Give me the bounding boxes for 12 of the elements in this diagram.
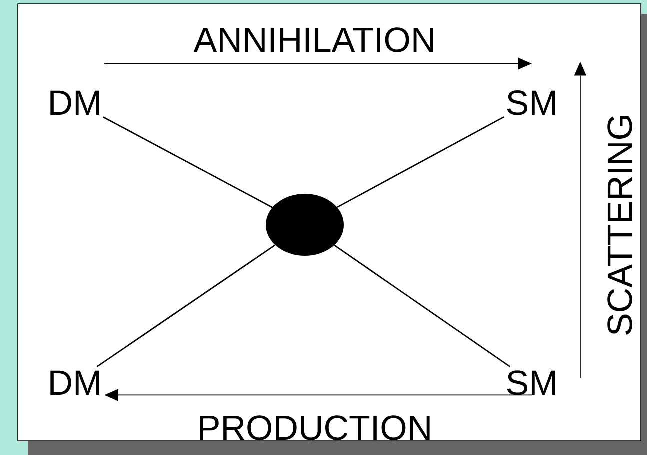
particle-label: SM: [507, 370, 556, 396]
propagator-line: [103, 116, 273, 208]
propagator-line: [337, 116, 504, 208]
edge-label: PRODUCTION: [200, 416, 430, 440]
particle-label: DM: [50, 90, 100, 115]
propagator-line: [96, 244, 276, 368]
particle-label: DM: [50, 370, 100, 395]
propagator-line: [334, 244, 510, 368]
particle-label: SM: [507, 90, 556, 116]
edge-label: ANNIHILATION: [194, 28, 434, 52]
vertex-blob: [266, 194, 344, 256]
edge-label: SCATTERING: [608, 116, 632, 335]
